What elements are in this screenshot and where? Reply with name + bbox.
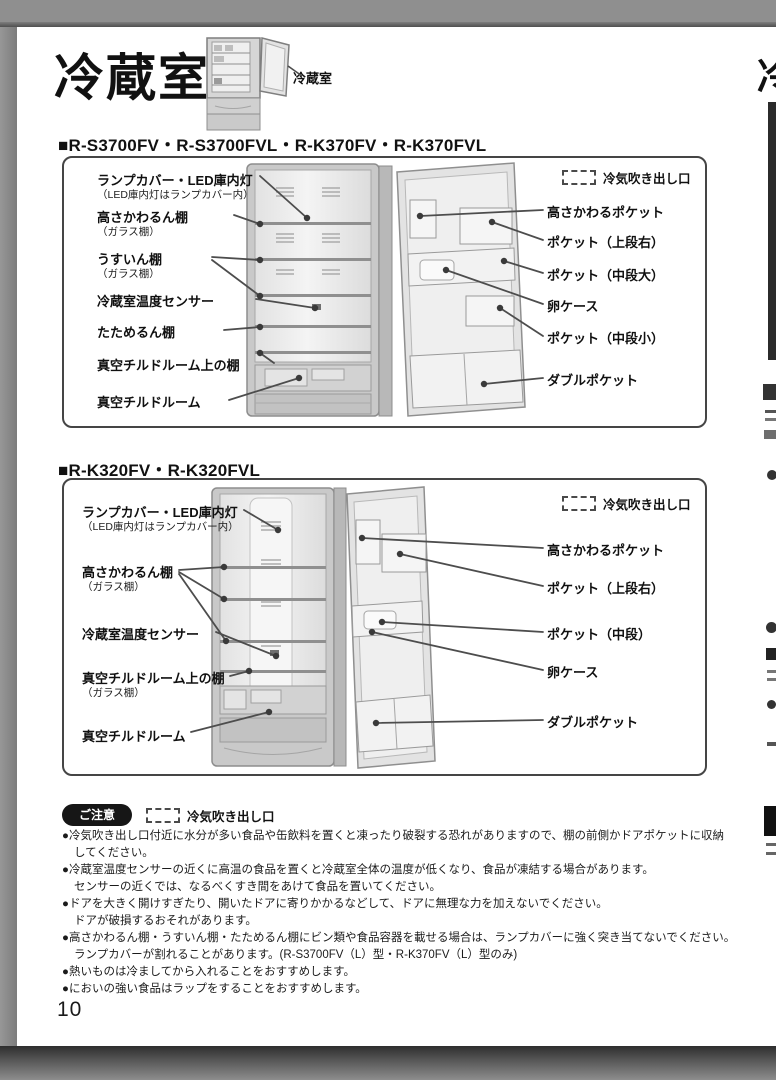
next-page-fragment (764, 806, 776, 836)
diagram-label: 高さかわるポケット (547, 543, 665, 558)
diagram-label: ダブルポケット (547, 373, 639, 388)
note-line: センサーの近くでは、なるべくすき間をあけて食品を置いてください。 (74, 881, 441, 893)
diagram-label: ポケット（上段右） (547, 581, 665, 596)
note-line: ●高さかわるん棚・うすいん棚・たためるん棚にビン類や食品容器を載せる場合は、ラン… (62, 932, 736, 944)
section-2-heading: ■R-K320FV・R-K320FVL (58, 461, 261, 480)
air-outlet-icon (146, 808, 180, 823)
next-page-fragment (767, 742, 776, 746)
diagram-label: 真空チルドルーム上の棚 (97, 358, 240, 373)
scan-top-margin (0, 0, 776, 22)
diagram-panel-2: 冷気吹き出し口 ランプカバー・LED庫内灯 （LED庫内灯はランプカバー内） 高… (62, 478, 707, 776)
next-page-fragment (764, 430, 776, 439)
diagram-label: 高さかわるポケット (547, 205, 665, 220)
next-page-fragment (765, 418, 776, 421)
next-page-fragment (768, 102, 776, 360)
air-outlet-label: 冷気吹き出し口 (603, 498, 691, 512)
diagram-label: 冷蔵室温度センサー (97, 294, 215, 309)
diagram-label: ポケット（中段） (547, 627, 652, 642)
next-page-fragment (766, 622, 776, 633)
scan-bottom-margin (0, 1046, 776, 1080)
diagram-label: ランプカバー・LED庫内灯 (97, 173, 253, 188)
next-page-fragment (767, 678, 776, 681)
note-line: ●においの強い食品はラップをすることをおすすめします。 (62, 983, 367, 995)
diagram-label: たためるん棚 (97, 325, 176, 340)
note-line: ランプカバーが割れることがあります。(R-S3700FV（L）型・R-K370F… (74, 949, 518, 961)
page-title: 冷蔵室 (54, 50, 210, 106)
caution-notes: ●冷気吹き出し口付近に水分が多い食品や缶飲料を置くと凍ったり破裂する恐れがありま… (62, 828, 736, 998)
air-outlet-legend: 冷気吹き出し口 (562, 494, 691, 513)
fridge-diagram-2 (178, 486, 544, 769)
next-page-fragment (765, 410, 776, 413)
diagram-label: 真空チルドルーム (82, 729, 186, 744)
air-outlet-legend: 冷気吹き出し口 (562, 168, 691, 187)
diagram-label: 卵ケース (547, 299, 599, 314)
diagram-sublabel: （ガラス棚） (82, 581, 145, 593)
note-line: ●冷気吹き出し口付近に水分が多い食品や缶飲料を置くと凍ったり破裂する恐れがありま… (62, 830, 724, 842)
next-page-fragment (766, 648, 776, 660)
note-line: ●熱いものは冷ましてから入れることをおすすめします。 (62, 966, 355, 978)
next-page-fragment (767, 670, 776, 673)
note-line: ●冷蔵室温度センサーの近くに高温の食品を置くと冷蔵室全体の温度が低くなり、食品が… (62, 864, 654, 876)
diagram-sublabel: （LED庫内灯はランプカバー内） (97, 189, 254, 201)
diagram-label: 高さかわるん棚 (97, 210, 189, 225)
fridge-locator-icon (206, 37, 303, 131)
section-1-heading: ■R-S3700FV・R-S3700FVL・R-K370FV・R-K370FVL (58, 136, 487, 155)
diagram-label: ポケット（中段小） (547, 331, 665, 346)
diagram-sublabel: （ガラス棚） (82, 687, 145, 699)
diagram-label: 卵ケース (547, 665, 599, 680)
note-line: してください。 (74, 847, 154, 859)
fridge-diagram-1 (211, 162, 544, 417)
air-outlet-icon (562, 496, 596, 511)
diagram-label: ポケット（上段右） (547, 235, 665, 250)
next-page-partial-title: 冷 (757, 46, 776, 101)
scan-top-edge (0, 22, 776, 27)
air-outlet-legend: 冷気吹き出し口 (146, 806, 275, 825)
diagram-label: 高さかわるん棚 (82, 565, 174, 580)
air-outlet-icon (562, 170, 596, 185)
diagram-label: うすいん棚 (97, 252, 163, 267)
page-number: 10 (57, 998, 83, 1021)
fridge-locator-label: 冷蔵室 (293, 71, 333, 86)
diagram-sublabel: （LED庫内灯はランプカバー内） (82, 521, 239, 533)
note-line: ●ドアを大きく開けすぎたり、開いたドアに寄りかかるなどして、ドアに無理な力を加え… (62, 898, 608, 910)
diagram-label: 冷蔵室温度センサー (82, 627, 200, 642)
diagram-label: ポケット（中段大） (547, 268, 665, 283)
next-page-fragment (767, 470, 776, 480)
next-page-fragment (766, 852, 776, 855)
caution-badge: ご注意 (62, 804, 133, 826)
note-line: ドアが破損するおそれがあります。 (74, 915, 257, 927)
diagram-sublabel: （ガラス棚） (97, 226, 160, 238)
diagram-sublabel: （ガラス棚） (97, 268, 160, 280)
next-page-fragment (766, 843, 776, 846)
air-outlet-label: 冷気吹き出し口 (603, 172, 691, 186)
diagram-panel-1: 冷気吹き出し口 ランプカバー・LED庫内灯 （LED庫内灯はランプカバー内） 高… (62, 156, 707, 428)
air-outlet-label: 冷気吹き出し口 (187, 810, 275, 824)
next-page-fragment (767, 700, 776, 709)
diagram-label: ダブルポケット (547, 715, 639, 730)
diagram-label: 真空チルドルーム (97, 395, 201, 410)
next-page-fragment (763, 384, 776, 400)
diagram-label: 真空チルドルーム上の棚 (82, 671, 225, 686)
scan-left-margin (0, 27, 17, 1080)
diagram-label: ランプカバー・LED庫内灯 (82, 505, 238, 520)
